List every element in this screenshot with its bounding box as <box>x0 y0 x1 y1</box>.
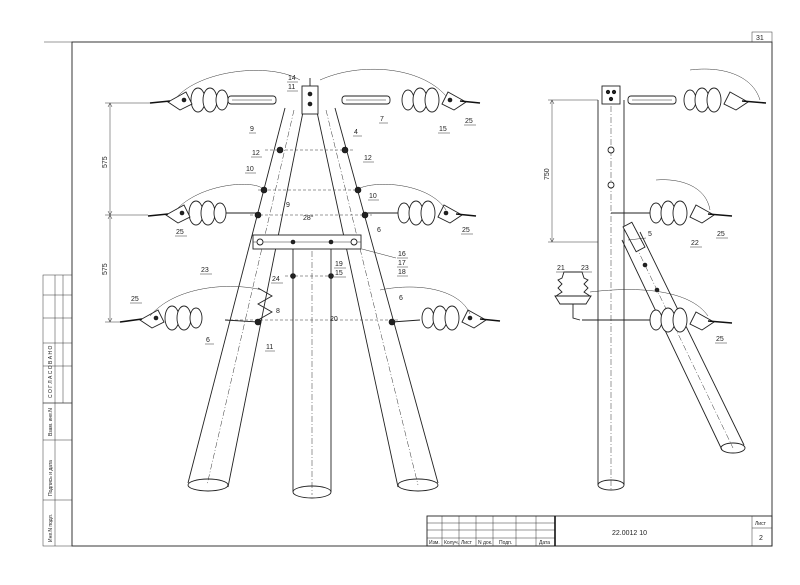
callout-25-mid-right: 25 <box>462 227 470 234</box>
callout-9-mid: 9 <box>286 202 290 209</box>
stamp-inv-orig: Инв.N подл. <box>48 514 54 542</box>
callout-11-bot: 11 <box>266 344 273 351</box>
dim-side: 750 <box>544 168 551 180</box>
doc-code: 22.0012 10 <box>612 530 647 537</box>
tier-mid-right <box>359 184 477 226</box>
dim-angle: 28° <box>303 214 314 222</box>
callout-25-side-bot: 25 <box>716 336 724 343</box>
callout-10-right: 10 <box>369 193 377 200</box>
dim-upper: 575 <box>102 156 109 168</box>
stamp-replace-inv: Взам. инв.N <box>48 408 54 436</box>
title-block: Изм. Колуч. Лист N док. Подп. Дата 22.00… <box>426 515 773 547</box>
sheet-label: Лист <box>755 521 767 527</box>
callout-22: 22 <box>691 240 699 247</box>
side-stamp-column: С О Г Л А С О В А Н О Взам. инв.N Подпис… <box>42 274 73 547</box>
callout-11-top: 11 <box>288 84 295 91</box>
callout-23-front: 23 <box>201 267 209 274</box>
title-col-izm: Изм. <box>429 540 440 546</box>
callout-23-side: 23 <box>581 265 589 272</box>
pin-insulator <box>554 271 592 321</box>
right-pole <box>316 107 439 492</box>
callout-17: 17 <box>398 260 406 267</box>
clamp-bolts <box>254 146 396 326</box>
side-pole <box>597 85 625 491</box>
top-bracket <box>301 78 319 115</box>
side-view: 750 5 22 25 21 23 25 <box>544 68 767 491</box>
callout-25-side-mid: 25 <box>717 231 725 238</box>
stamp-approval: С О Г Л А С О В А Н О <box>48 346 54 398</box>
callout-6-mid: 6 <box>377 227 381 234</box>
dimensions-front: 575 575 28° <box>102 102 314 323</box>
tier-bot-left <box>119 286 263 331</box>
tier-top-left <box>149 70 301 113</box>
front-view: 575 575 28° 14 11 4 7 15 25 9 12 12 10 <box>102 68 501 499</box>
front-callouts: 14 11 4 7 15 25 9 12 12 10 10 9 6 25 <box>130 75 476 352</box>
center-pole <box>292 240 332 499</box>
stamp-sign-date: Подпись и дата <box>48 460 54 496</box>
tier-mid-left <box>147 184 263 226</box>
callout-16: 16 <box>398 251 406 258</box>
callout-20: 20 <box>330 316 338 323</box>
callout-14: 14 <box>288 75 296 82</box>
side-tier-top <box>627 68 767 113</box>
callout-15-top: 15 <box>439 126 447 133</box>
callout-18: 18 <box>398 269 406 276</box>
crossbar <box>252 234 362 250</box>
callout-9-top: 9 <box>250 126 254 133</box>
callout-8: 8 <box>276 308 280 315</box>
callout-25-mid-left: 25 <box>176 229 184 236</box>
callout-7: 7 <box>380 116 384 123</box>
side-strut <box>621 221 746 454</box>
callout-19: 19 <box>335 261 343 268</box>
callout-25-bot: 25 <box>131 296 139 303</box>
dim-lower: 575 <box>102 263 109 275</box>
side-tier-mid <box>611 179 733 226</box>
side-callouts: 5 22 25 21 23 25 <box>556 231 728 344</box>
callout-15-mid: 15 <box>335 270 343 277</box>
title-col-koluch: Колуч. <box>444 540 459 546</box>
callout-24: 24 <box>272 276 280 283</box>
bracket-24 <box>257 287 273 321</box>
callout-21: 21 <box>557 265 565 272</box>
callout-6-bot-right: 6 <box>399 295 403 302</box>
tier-top-right <box>319 68 481 113</box>
sheet-number: 2 <box>759 535 763 542</box>
title-col-data: Дата <box>539 540 550 546</box>
callout-5: 5 <box>648 231 652 238</box>
callout-6-bot-left: 6 <box>206 337 210 344</box>
callout-10-left: 10 <box>246 166 254 173</box>
callout-12-right: 12 <box>364 155 372 162</box>
tier-bot-right <box>379 286 501 331</box>
dimensions-side: 750 <box>544 99 598 243</box>
title-col-list: Лист <box>461 540 473 546</box>
side-tier-bot <box>582 289 733 333</box>
callout-25-top: 25 <box>465 118 473 125</box>
title-col-ndok: N док. <box>478 540 492 546</box>
callout-4: 4 <box>354 129 358 136</box>
callout-12-left: 12 <box>252 150 260 157</box>
page-number: 31 <box>756 35 764 42</box>
title-col-podp: Подп. <box>499 540 512 546</box>
